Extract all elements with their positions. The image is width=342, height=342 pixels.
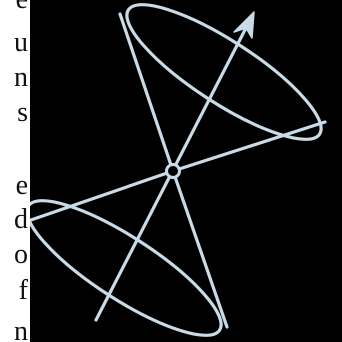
text-fragment: d (14, 206, 28, 234)
text-fragment: n (14, 64, 28, 92)
upper-cone-rim (112, 0, 337, 160)
cone-vertex (167, 165, 180, 178)
text-fragment: f (19, 277, 28, 305)
upper-cone-edge-left (120, 14, 173, 171)
text-fragment: e (16, 0, 28, 14)
text-fragment: u (14, 29, 28, 57)
double-cone-svg (30, 0, 342, 342)
lower-cone-edge-right (173, 171, 227, 327)
upper-cone-edge-right (173, 122, 325, 171)
cropped-text-column: e u n s e d o f n (0, 0, 30, 342)
text-fragment: e (16, 172, 28, 200)
text-fragment: s (17, 99, 28, 127)
double-cone-diagram (30, 0, 342, 342)
text-fragment: o (14, 241, 28, 269)
text-fragment: n (14, 318, 28, 342)
